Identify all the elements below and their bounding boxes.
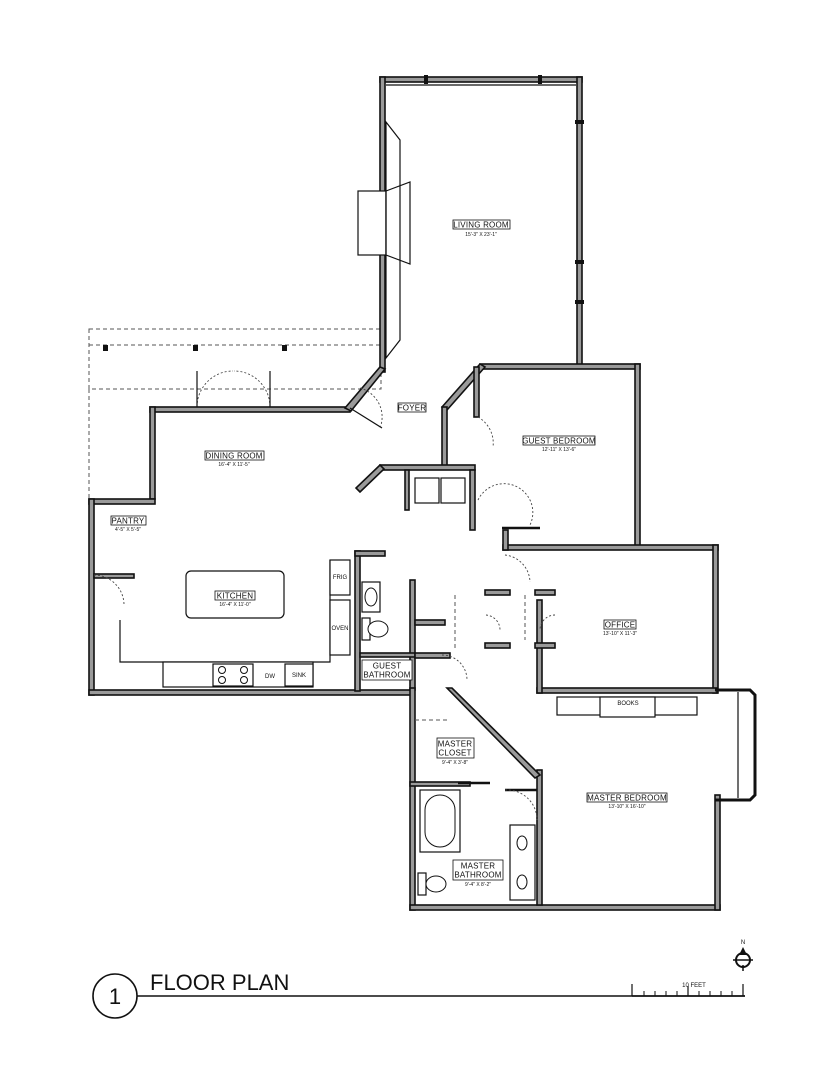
kitchen-name: KITCHEN xyxy=(217,592,254,601)
master-bathroom-line2: BATHROOM xyxy=(454,871,501,880)
kitchen-label: KITCHEN 16'-4" X 11'-0" xyxy=(214,590,256,608)
living-room-label: LIVING ROOM 15'-3" X 23'-1" xyxy=(452,219,511,238)
porch-outline xyxy=(88,328,382,500)
guest-bathroom-label: GUEST BATHROOM xyxy=(361,659,413,681)
master-bathroom-dims: 9'-4" X 8'-2" xyxy=(465,882,491,888)
pantry-name: PANTRY xyxy=(112,517,145,526)
scale-bar: 10 FEET xyxy=(631,983,745,997)
drawing-title: FLOOR PLAN xyxy=(150,970,289,995)
guest-bathroom-line2: BATHROOM xyxy=(363,671,410,680)
dining-room-name: DINING ROOM xyxy=(205,452,262,461)
scale-label: 10 FEET xyxy=(682,983,706,989)
guest-bathroom-line1: GUEST xyxy=(373,662,402,671)
master-bedroom-dims: 13'-10" X 16'-10" xyxy=(608,804,645,810)
dw-label: DW xyxy=(265,674,275,680)
dining-room-label: DINING ROOM 16'-4" X 11'-5" xyxy=(204,450,265,468)
master-bathroom-label: MASTER BATHROOM 9'-4" X 8'-2" xyxy=(452,859,504,888)
dining-room-dims: 16'-4" X 11'-5" xyxy=(218,462,249,468)
pantry-label: PANTRY 4'-5" X 5'-5" xyxy=(110,515,147,533)
doors xyxy=(93,370,556,821)
books-label: BOOKS xyxy=(617,701,638,707)
master-closet-line1: MASTER xyxy=(438,740,473,749)
oven-label: OVEN xyxy=(331,626,348,632)
guest-bedroom-name: GUEST BEDROOM xyxy=(522,437,596,446)
sink-label: SINK xyxy=(292,673,306,679)
master-bedroom-label: MASTER BEDROOM 13'-10" X 16'-10" xyxy=(586,792,668,810)
living-room-name: LIVING ROOM xyxy=(453,221,509,230)
master-bedroom-name: MASTER BEDROOM xyxy=(587,794,667,803)
foyer-label: FOYER xyxy=(397,402,427,413)
frig-label: FRIG xyxy=(333,575,348,581)
bathroom-fixtures xyxy=(361,581,698,901)
title-block: 1 FLOOR PLAN xyxy=(92,970,745,1019)
guest-bedroom-label: GUEST BEDROOM 12'-11" X 13'-6" xyxy=(522,435,596,453)
master-bathroom-line1: MASTER xyxy=(461,862,496,871)
guest-bedroom-dims: 12'-11" X 13'-6" xyxy=(542,447,576,453)
office-dims: 13'-10" X 11'-3" xyxy=(603,631,637,637)
foyer-name: FOYER xyxy=(398,404,427,413)
master-closet-line2: CLOSET xyxy=(438,749,471,758)
kitchen-fixtures xyxy=(119,559,351,688)
office-name: OFFICE xyxy=(605,621,636,630)
drawing-number: 1 xyxy=(109,984,121,1009)
pantry-dims: 4'-5" X 5'-5" xyxy=(115,527,141,533)
main-walls xyxy=(88,362,757,911)
master-closet-label: MASTER CLOSET 9'-4" X 3'-8" xyxy=(436,737,475,766)
office-label: OFFICE 13'-10" X 11'-3" xyxy=(603,619,637,637)
master-closet-dims: 9'-4" X 3'-8" xyxy=(442,760,468,766)
living-room-dims: 15'-3" X 23'-1" xyxy=(465,232,497,238)
kitchen-dims: 16'-4" X 11'-0" xyxy=(219,602,250,608)
north-arrow-icon xyxy=(739,947,747,955)
north-arrow: N xyxy=(733,940,753,971)
north-label: N xyxy=(741,940,745,946)
